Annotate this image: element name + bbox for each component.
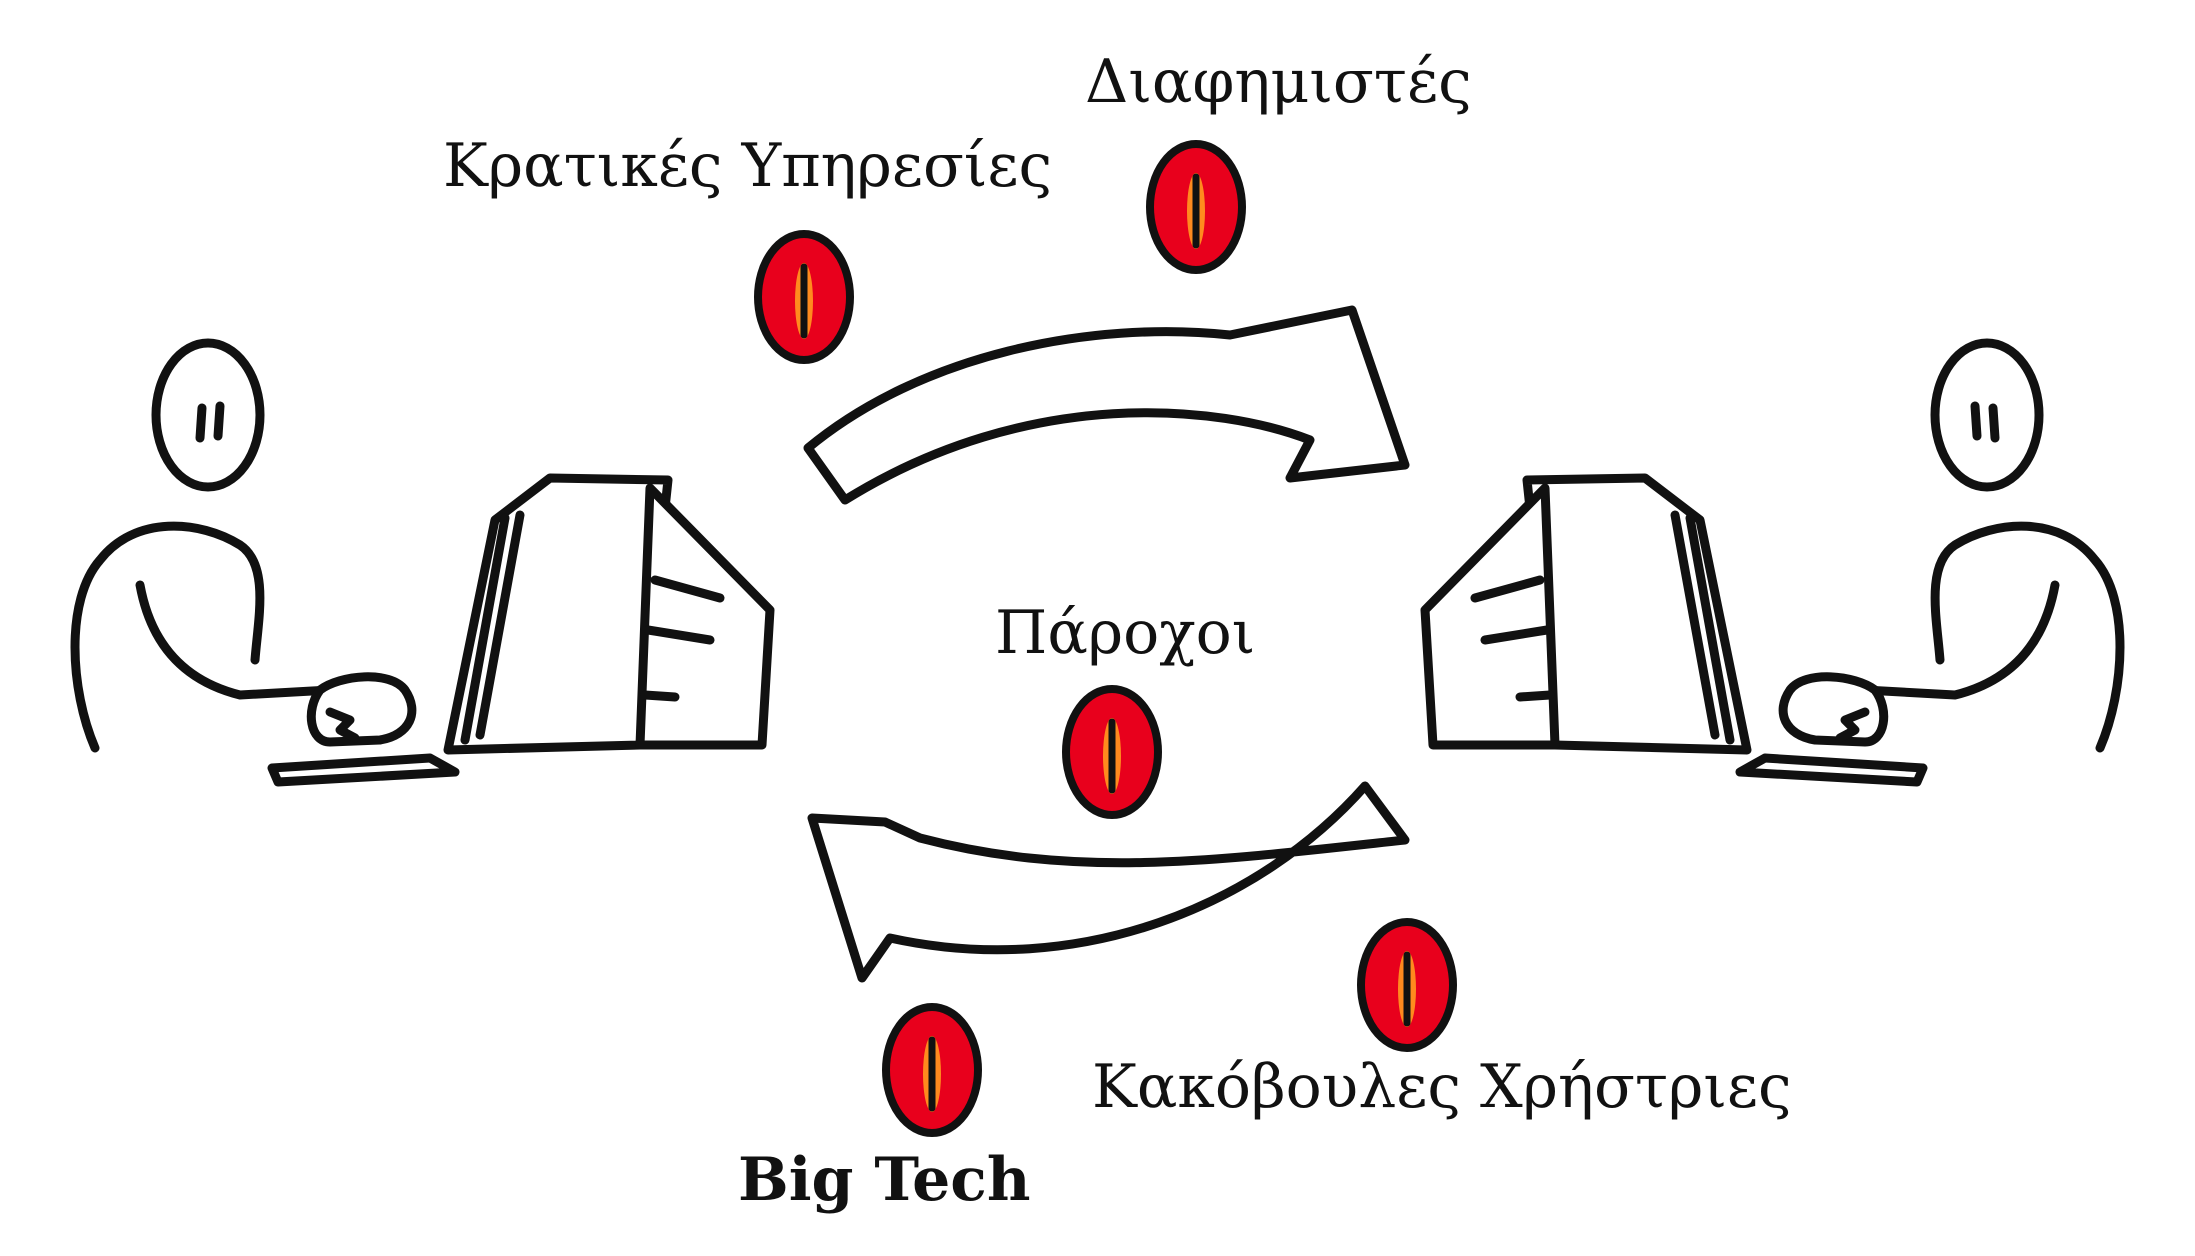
red-eye-icon-providers <box>1066 689 1158 815</box>
red-eye-icon-big-tech <box>886 1007 978 1133</box>
curved-arrow-top-icon <box>803 305 1410 505</box>
red-eye-icon-malicious-users <box>1361 922 1453 1048</box>
label-malicious-users: Κακόβουλες Χρήστριες <box>1092 1052 1792 1122</box>
red-eye-icon-government <box>758 234 850 360</box>
label-advertisers: Διαφημιστές <box>1085 47 1472 117</box>
person-at-computer-right-icon <box>1420 338 2125 787</box>
label-big-tech: Big Tech <box>738 1145 1031 1215</box>
person-at-computer-left-icon <box>70 338 775 787</box>
red-eye-icon-advertisers <box>1150 144 1242 270</box>
label-government: Κρατικές Υπηρεσίες <box>443 131 1053 201</box>
curved-arrow-bottom-icon <box>807 781 1410 983</box>
label-providers: Πάροχοι <box>995 598 1256 668</box>
